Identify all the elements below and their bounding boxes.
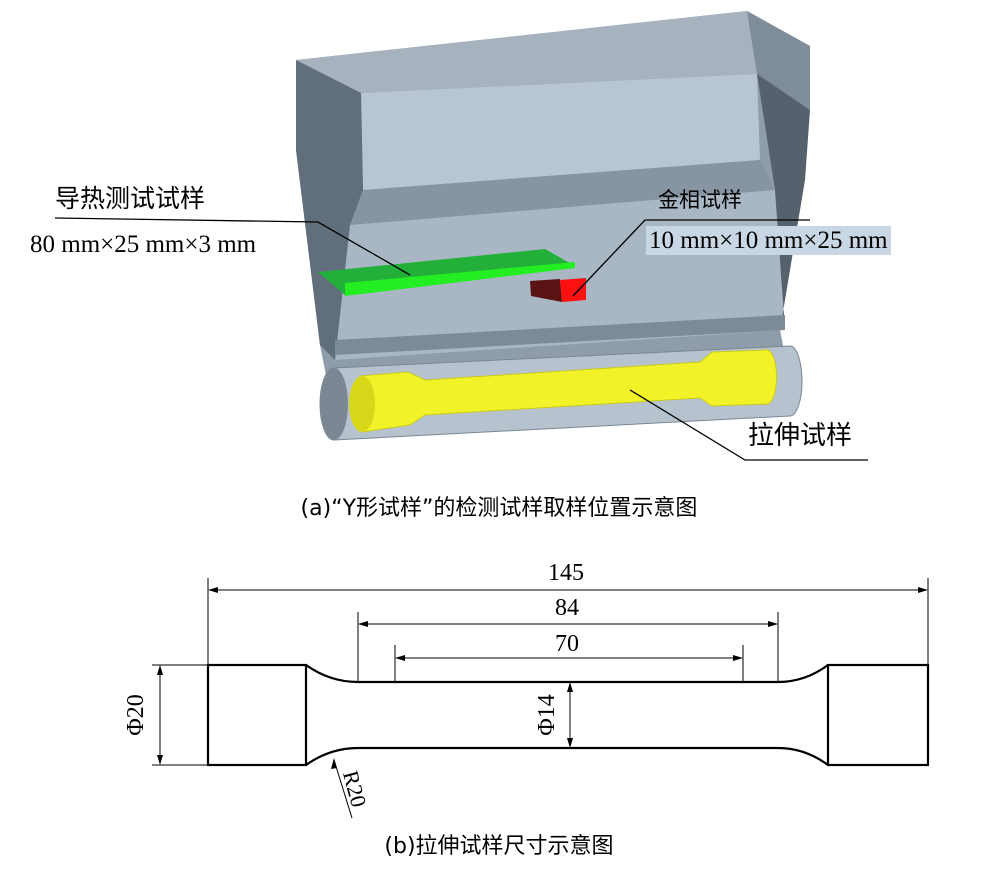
- tensile-specimen-3d: [349, 349, 778, 433]
- thermal-specimen-label: 导热测试试样: [55, 184, 206, 213]
- caption-b: (b)拉伸试样尺寸示意图: [384, 834, 614, 859]
- dim-gauge-length: 70: [555, 631, 579, 657]
- tensile-specimen-drawing: [152, 578, 930, 819]
- dim-neck-diameter: Φ14: [533, 694, 560, 736]
- y-block-casting: [296, 11, 810, 395]
- thermal-specimen-size: 80 mm×25 mm×3 mm: [30, 231, 257, 258]
- dim-total-length: 145: [548, 560, 584, 586]
- metallo-specimen-label: 金相试样: [658, 188, 742, 212]
- caption-a: (a)“Y形试样”的检测试样取样位置示意图: [300, 496, 698, 521]
- leader-lines: [54, 217, 868, 461]
- tensile-specimen-label: 拉伸试样: [748, 421, 853, 451]
- metallo-specimen-3d: [530, 278, 586, 302]
- thermal-specimen-3d: [318, 249, 575, 296]
- dim-parallel-length: 84: [555, 595, 579, 621]
- dim-grip-diameter: Φ20: [122, 694, 149, 736]
- metallo-specimen-size: 10 mm×10 mm×25 mm: [646, 226, 891, 255]
